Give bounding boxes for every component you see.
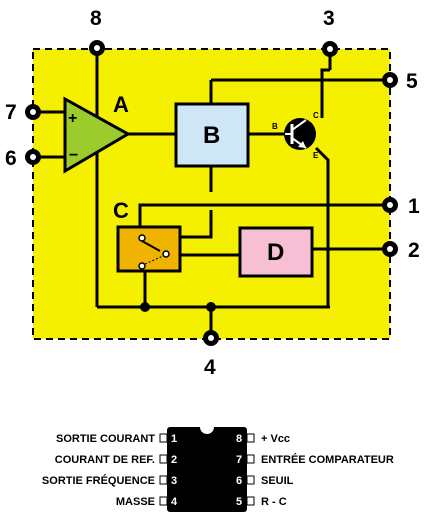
pin-2-label: 2 (408, 239, 420, 262)
ic-right-label: ENTRÉE COMPARATEUR (261, 453, 394, 466)
opamp-plus-label: + (68, 110, 77, 127)
opamp-triangle (63, 96, 132, 174)
switch-icon (138, 234, 170, 270)
ic-right-label: + Vcc (261, 433, 290, 445)
pin-5-label: 5 (406, 70, 418, 93)
block-c-label: C (113, 198, 129, 223)
ic-pin-number: 1 (171, 433, 177, 445)
ic-left-label: MASSE (116, 496, 155, 508)
pin-8-label: 8 (90, 7, 102, 30)
ic-pin-number: 4 (171, 496, 178, 508)
ic-right-label: R - C (261, 496, 287, 508)
block-a-label: A (113, 92, 129, 117)
pin-6-label: 6 (5, 147, 17, 170)
transistor-base-label: B (272, 122, 278, 131)
ic-pin-number: 6 (236, 475, 242, 487)
ic-notch (200, 427, 214, 434)
ic-left-label: SORTIE COURANT (56, 433, 155, 445)
pin-7-label: 7 (5, 101, 17, 124)
ic-pin-number: 5 (236, 496, 242, 508)
pin-1-label: 1 (408, 195, 420, 218)
block-d-label: D (267, 239, 284, 266)
opamp-minus-label: − (69, 147, 78, 164)
ic-left-label: COURANT DE REF. (55, 454, 155, 466)
block-c (116, 225, 182, 273)
transistor-emitter-label: E (313, 151, 319, 160)
block-b-label: B (203, 122, 220, 149)
ic-body (167, 427, 247, 512)
ic-pin-number: 8 (236, 433, 242, 445)
block-b (174, 102, 250, 168)
ic-pin-number: 2 (171, 454, 177, 466)
ic-pin-number: 3 (171, 475, 177, 487)
pin-3-label: 3 (323, 7, 335, 30)
block-d (238, 226, 314, 278)
ic-right-label: SEUIL (261, 475, 294, 487)
pin-4-label: 4 (204, 356, 216, 379)
pin-terminals (25, 40, 398, 346)
junction-dot (206, 302, 216, 312)
ic-left-label: SORTIE FRÉQUENCE (42, 474, 155, 487)
transistor-icon (284, 118, 316, 150)
junction-dot (140, 302, 150, 312)
transistor-collector-label: C (313, 111, 319, 120)
ic-pin-number: 7 (236, 454, 242, 466)
ic-pinout: SORTIE COURANT COURANT DE REF. SORTIE FR… (42, 427, 394, 512)
